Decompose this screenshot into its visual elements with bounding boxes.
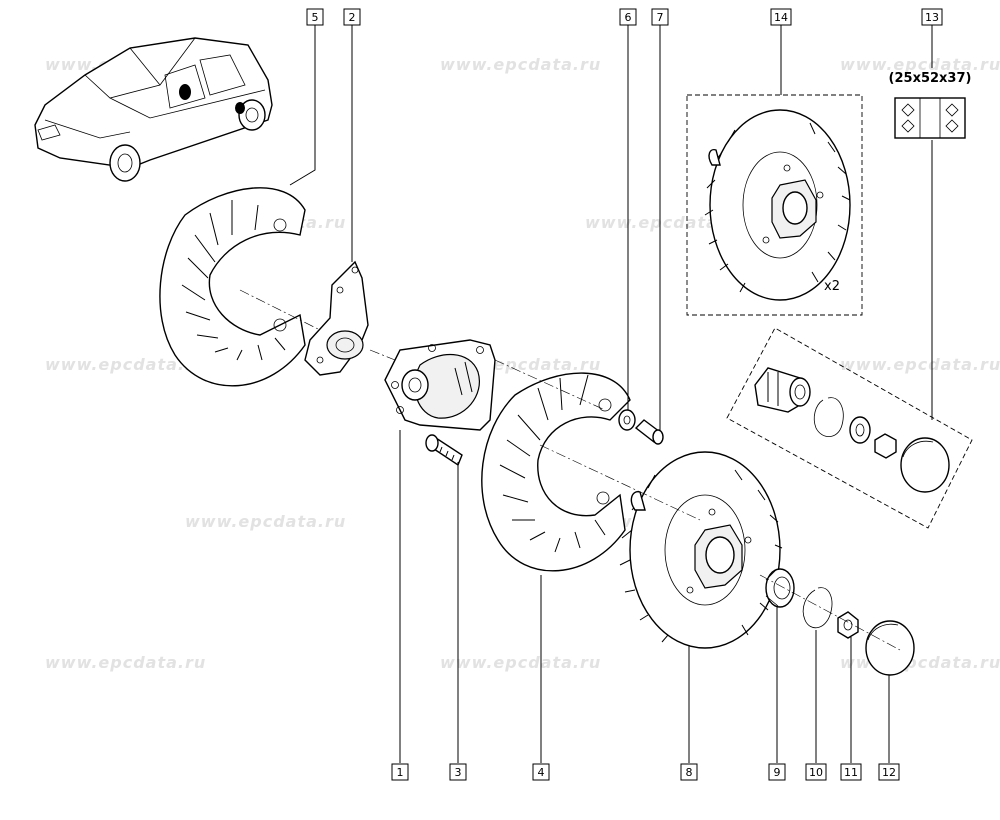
callout-6: 6 (619, 8, 637, 26)
backing-plate-lower (481, 372, 631, 572)
kit-dimensions-label: (25x52x37) (889, 71, 972, 86)
group-14-disc-assembly: x2 (686, 94, 863, 316)
circlip (802, 587, 833, 629)
backing-plate-upper (159, 187, 306, 387)
callout-3: 3 (449, 763, 467, 781)
callout-14: 14 (770, 8, 792, 26)
svg-text:4: 4 (538, 766, 545, 779)
callout-4: 4 (532, 763, 550, 781)
hub-carrier (384, 339, 496, 431)
brake-disc (619, 451, 783, 649)
callout-8: 8 (680, 763, 698, 781)
callout-13: 13 (921, 8, 943, 26)
svg-text:10: 10 (809, 766, 823, 779)
group-13-bearing-kit: (25x52x37) (726, 71, 973, 529)
callout-1: 1 (391, 763, 409, 781)
quantity-label: x2 (824, 279, 840, 294)
callout-10: 10 (805, 763, 827, 781)
hub-nut (837, 611, 859, 639)
car-thumbnail (34, 37, 273, 182)
leader-lines (289, 25, 933, 763)
mounting-bolt (425, 434, 463, 467)
watermark: www.epcdata.ru (840, 355, 1000, 374)
callout-7: 7 (651, 8, 669, 26)
svg-text:13: 13 (925, 11, 939, 24)
callout-5: 5 (306, 8, 324, 26)
stub-axle-bracket (304, 260, 369, 376)
watermark: www.epcdata.ru (585, 213, 746, 232)
svg-text:8: 8 (686, 766, 693, 779)
wheel-bearing (765, 568, 795, 608)
watermark: www.epcdata.ru (45, 653, 206, 672)
callout-2: 2 (343, 8, 361, 26)
svg-text:3: 3 (455, 766, 462, 779)
assembly-axis-lines (239, 289, 901, 651)
watermark: www.epcdata.ru (440, 653, 601, 672)
svg-text:9: 9 (774, 766, 781, 779)
svg-text:2: 2 (349, 11, 356, 24)
watermark: www.epcdata.ru (840, 55, 1000, 74)
washer-and-bolt (618, 409, 664, 445)
svg-text:14: 14 (774, 11, 788, 24)
svg-text:6: 6 (625, 11, 632, 24)
watermark: www.epcdata.ru (840, 653, 1000, 672)
watermark: www.epcdata.ru (45, 355, 206, 374)
svg-text:1: 1 (397, 766, 404, 779)
svg-text:12: 12 (882, 766, 896, 779)
bearing-kit-pictogram (894, 97, 966, 139)
dust-cap (865, 620, 915, 676)
callout-12: 12 (878, 763, 900, 781)
svg-text:5: 5 (312, 11, 319, 24)
watermark: www.epcdata.ru (440, 55, 601, 74)
watermark: www.epcdata.ru (185, 512, 346, 531)
callout-9: 9 (768, 763, 786, 781)
svg-text:7: 7 (657, 11, 664, 24)
svg-text:11: 11 (844, 766, 858, 779)
callout-11: 11 (840, 763, 862, 781)
